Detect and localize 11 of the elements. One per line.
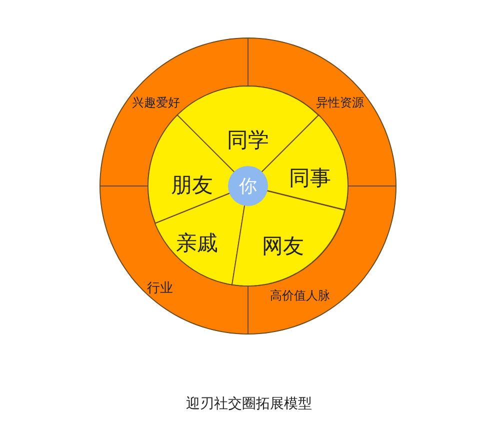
segment-label: 亲戚 xyxy=(176,230,218,257)
segment-label: 异性资源 xyxy=(316,94,364,112)
segment-label: 高价值人脉 xyxy=(270,288,330,304)
segment-label: 同学 xyxy=(226,127,269,154)
segment-label: 你 xyxy=(239,175,257,198)
segment-label: 网友 xyxy=(262,233,304,260)
segment-label: 行业 xyxy=(147,280,173,297)
segment-label: 朋友 xyxy=(170,172,213,199)
caption: 迎刃社交圈拓展模型 xyxy=(185,395,313,413)
segment-label: 兴趣爱好 xyxy=(132,94,180,112)
segment-label: 同事 xyxy=(289,164,331,192)
